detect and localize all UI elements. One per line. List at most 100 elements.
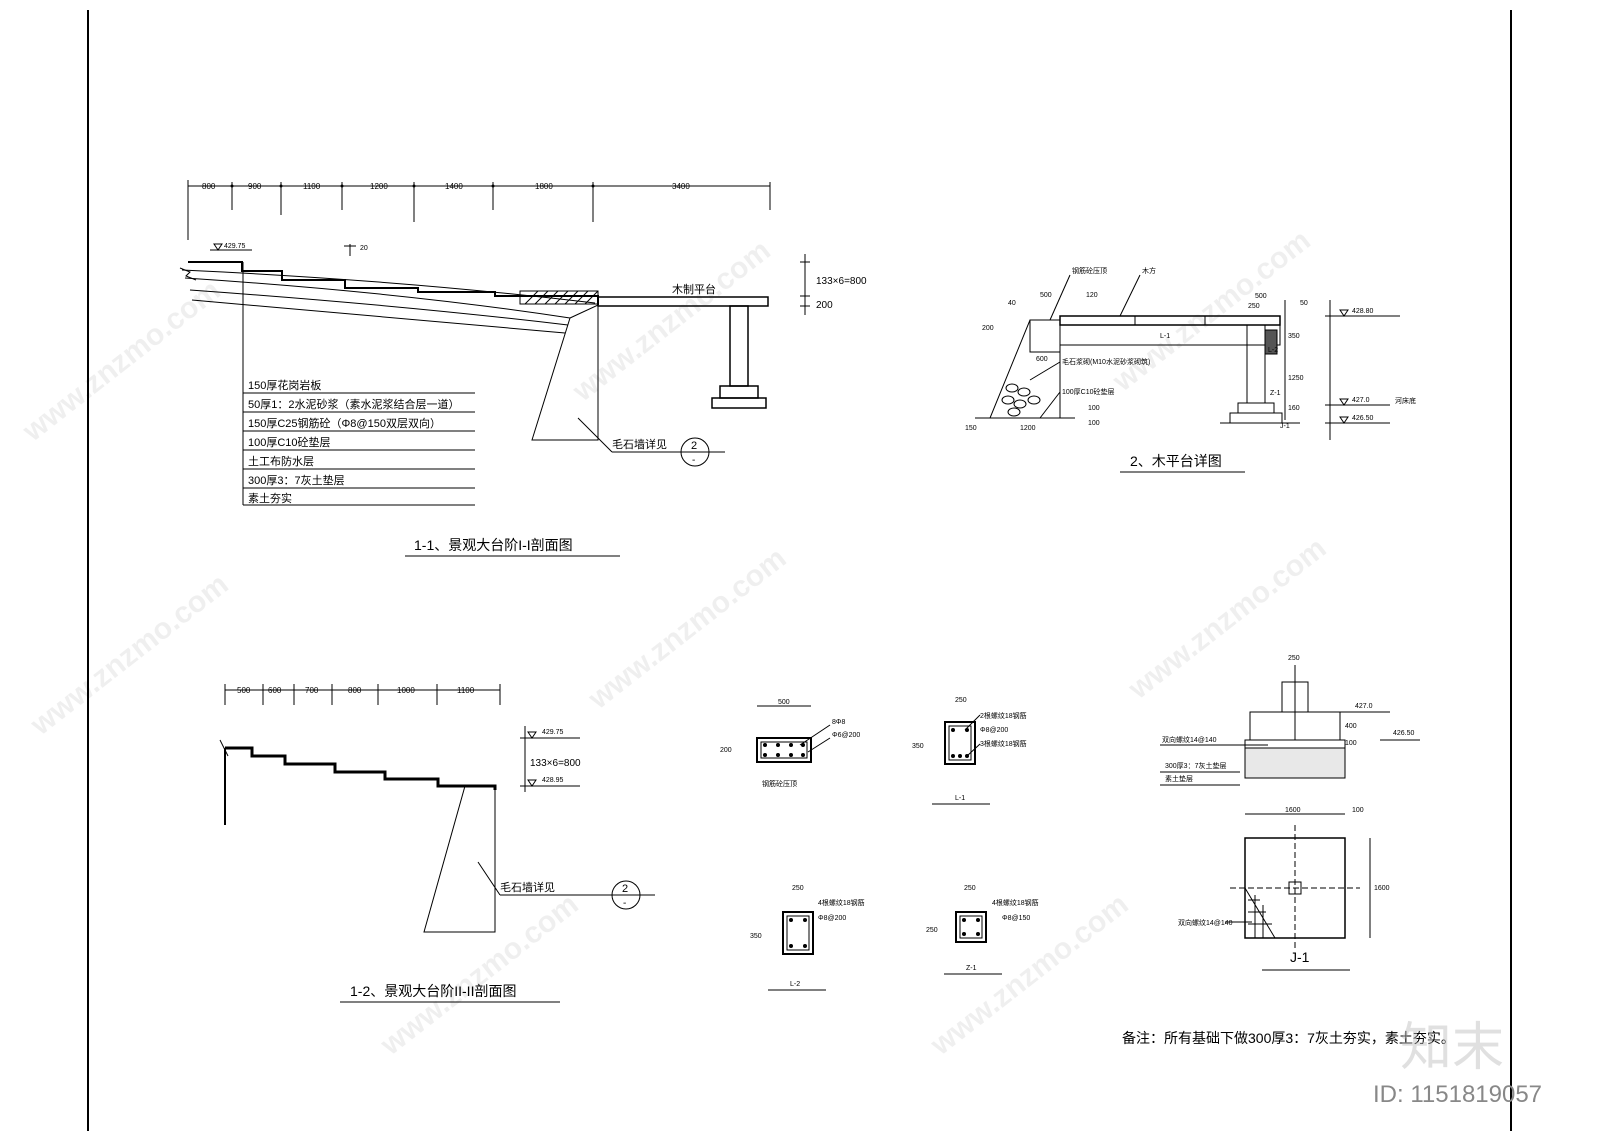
svg-text:350: 350 xyxy=(912,743,924,750)
elev-1-2-bottom: 428.95 xyxy=(542,777,564,784)
svg-text:160: 160 xyxy=(1288,405,1300,412)
svg-text:Φ8@150: Φ8@150 xyxy=(1002,915,1030,922)
svg-text:500: 500 xyxy=(1255,293,1267,300)
svg-text:427.0: 427.0 xyxy=(1355,703,1373,710)
platform-label: 木制平台 xyxy=(672,282,716,296)
svg-text:www.znzmo.com: www.znzmo.com xyxy=(24,568,235,743)
svg-text:120: 120 xyxy=(1086,292,1098,299)
svg-text:www.znzmo.com: www.znzmo.com xyxy=(374,888,585,1063)
layer-4: 土工布防水层 xyxy=(248,454,314,468)
elev-1-2-top: 429.75 xyxy=(542,729,564,736)
layer-6: 素土夯实 xyxy=(248,491,292,505)
timber-label: 木方 xyxy=(1142,266,1156,275)
svg-text:100: 100 xyxy=(1352,807,1364,814)
svg-text:2根螺纹18钢筋: 2根螺纹18钢筋 xyxy=(980,711,1027,720)
svg-text:500: 500 xyxy=(1040,292,1052,299)
svg-text:100: 100 xyxy=(1088,405,1100,412)
elev-river: 427.0 xyxy=(1352,397,1370,404)
platform-detail: L-1 L-2 Z-1 J-1 钢筋砼压顶 木方 毛石浆砌(M10水泥砂浆砌筑)… xyxy=(965,266,1416,473)
svg-text:400: 400 xyxy=(1345,723,1357,730)
layer-0: 150厚花岗岩板 xyxy=(248,378,321,392)
svg-text:150: 150 xyxy=(965,425,977,432)
elev-platform-bottom: 426.50 xyxy=(1352,415,1374,422)
svg-text:250: 250 xyxy=(1248,303,1260,310)
section-1-1: 800 900 1100 1200 1400 1800 3400 429.75 … xyxy=(179,180,867,557)
svg-text:100: 100 xyxy=(1345,740,1357,747)
svg-text:8Φ8: 8Φ8 xyxy=(832,719,845,726)
svg-text:Φ8@200: Φ8@200 xyxy=(818,915,846,922)
svg-text:250: 250 xyxy=(792,885,804,892)
dim-1-1-4: 1400 xyxy=(445,182,463,191)
svg-text:700: 700 xyxy=(305,686,319,695)
svg-text:100: 100 xyxy=(1088,420,1100,427)
svg-text:1600: 1600 xyxy=(1285,807,1301,814)
svg-text:250: 250 xyxy=(964,885,976,892)
svg-text:1200: 1200 xyxy=(1020,425,1036,432)
svg-text:200: 200 xyxy=(982,325,994,332)
svg-text:www.znzmo.com: www.znzmo.com xyxy=(582,541,793,716)
svg-text:www.znzmo.com: www.znzmo.com xyxy=(16,274,227,449)
platform-dim-1-1: 200 xyxy=(816,300,833,311)
title-platform: 2、木平台详图 xyxy=(1130,453,1222,469)
svg-text:500: 500 xyxy=(237,686,251,695)
dim-1-1-5: 1800 xyxy=(535,182,553,191)
svg-text:-: - xyxy=(692,455,695,466)
footing-label: J-1 xyxy=(1280,423,1290,430)
svg-text:4根螺纹18钢筋: 4根螺纹18钢筋 xyxy=(818,898,865,907)
general-note: 备注：所有基础下做300厚3：7灰土夯实，素土夯实。 xyxy=(1122,1030,1455,1046)
coping-detail: 500 200 8Φ8 Φ6@200 钢筋砼压顶 xyxy=(720,699,860,788)
svg-text:www.znzmo.com: www.znzmo.com xyxy=(1122,531,1333,706)
svg-text:-: - xyxy=(623,898,626,909)
svg-text:300厚3：7灰土垫层: 300厚3：7灰土垫层 xyxy=(1165,761,1226,770)
masonry-label: 毛石浆砌(M10水泥砂浆砌筑) xyxy=(1062,357,1150,366)
svg-text:Φ8@200: Φ8@200 xyxy=(980,727,1008,734)
coping-label: 钢筋砼压顶 xyxy=(1072,266,1107,275)
watermark: www.znzmo.com www.znzmo.com www.znzmo.co… xyxy=(16,224,1332,1063)
svg-text:3根螺纹18钢筋: 3根螺纹18钢筋 xyxy=(980,739,1027,748)
wall-ref-1-2: 2 xyxy=(622,883,628,895)
elev-platform-top: 428.80 xyxy=(1352,308,1374,315)
layer-2: 150厚C25钢筋砼（Φ8@150双层双向） xyxy=(248,416,441,430)
svg-text:40: 40 xyxy=(1008,300,1016,307)
layer-1: 50厚1：2水泥砂浆（素水泥浆结合层一道） xyxy=(248,397,459,411)
river-label: 河床底 xyxy=(1395,396,1416,405)
coping-title: 钢筋砼压顶 xyxy=(762,779,797,788)
svg-text:250: 250 xyxy=(955,697,967,704)
svg-text:500: 500 xyxy=(778,699,790,706)
svg-text:50: 50 xyxy=(1300,300,1308,307)
svg-text:1000: 1000 xyxy=(397,686,415,695)
svg-text:350: 350 xyxy=(1288,333,1300,340)
l1-detail: 250 350 2根螺纹18钢筋 Φ8@200 3根螺纹18钢筋 L-1 xyxy=(912,697,1027,805)
masonry-wall-1-2 xyxy=(423,785,496,933)
svg-text:双向螺纹14@140: 双向螺纹14@140 xyxy=(1178,918,1233,927)
step-note-1-1: 20 xyxy=(360,245,368,252)
svg-text:1600: 1600 xyxy=(1374,885,1390,892)
svg-text:素土垫层: 素土垫层 xyxy=(1165,774,1193,783)
layer-5: 300厚3：7灰土垫层 xyxy=(248,473,345,487)
j1-detail: 427.0 426.50 250 400 100 双向螺纹14@140 300厚… xyxy=(1160,655,1420,971)
l2-detail: 250 350 4根螺纹18钢筋 Φ8@200 L-2 xyxy=(750,885,865,991)
title-section-1-1: 1-1、景观大台阶I-I剖面图 xyxy=(414,537,573,553)
dim-1-1-6: 3400 xyxy=(672,182,690,191)
layer-3: 100厚C10砼垫层 xyxy=(248,435,331,449)
l2-title: L-2 xyxy=(790,981,800,988)
col-label: Z-1 xyxy=(1270,390,1281,397)
steps-1-2 xyxy=(225,746,497,790)
section-1-2: 500 600 700 800 1000 1100 429.75 428.95 … xyxy=(219,684,655,1003)
svg-text:600: 600 xyxy=(1036,356,1048,363)
z1-detail: 250 250 4根螺纹18钢筋 Φ8@150 Z-1 xyxy=(926,885,1039,975)
j1-title: J-1 xyxy=(1290,949,1310,965)
wall-note-1-1: 毛石墙详见 xyxy=(612,437,667,451)
svg-text:426.50: 426.50 xyxy=(1393,730,1415,737)
l1-title: L-1 xyxy=(955,795,965,802)
watermark-id: ID: 1151819057 xyxy=(1373,1081,1542,1108)
dim-1-1-2: 1100 xyxy=(303,182,321,191)
beam-label: L-1 xyxy=(1160,333,1170,340)
svg-text:1100: 1100 xyxy=(457,686,475,695)
dim-1-1-3: 1200 xyxy=(370,182,388,191)
wall-note-1-2: 毛石墙详见 xyxy=(500,880,555,894)
svg-text:双向螺纹14@140: 双向螺纹14@140 xyxy=(1162,735,1217,744)
svg-text:350: 350 xyxy=(750,933,762,940)
